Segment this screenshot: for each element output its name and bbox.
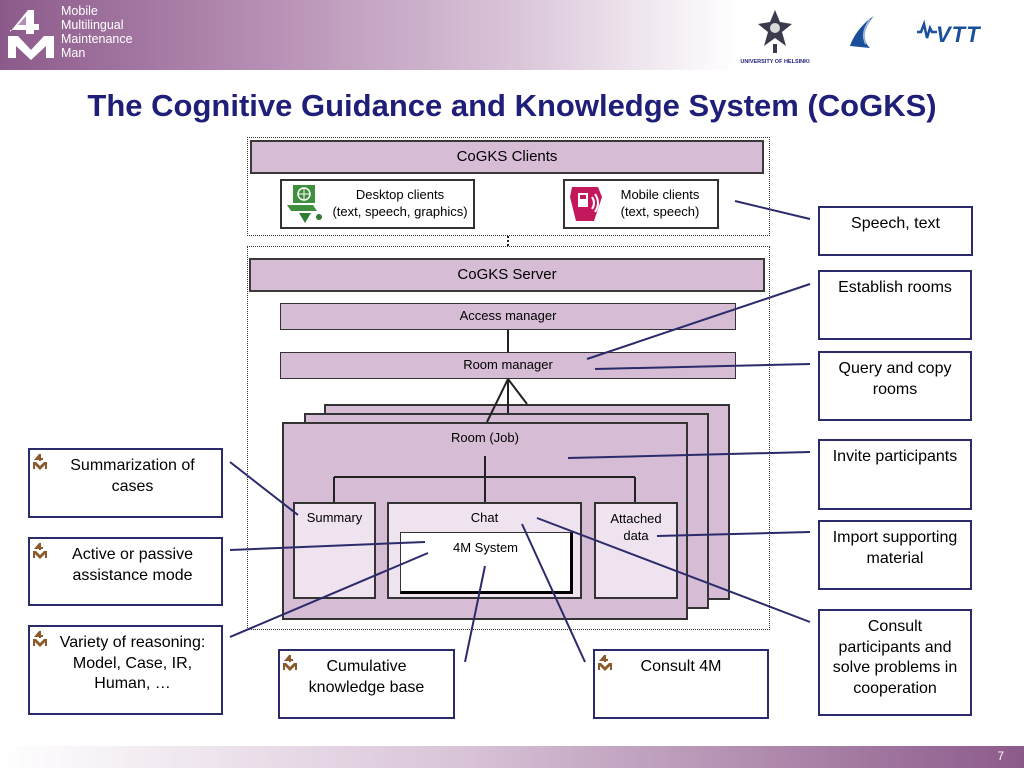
speech-text-label: Speech, text [851, 215, 940, 232]
import-material-line1: Import supporting [832, 529, 958, 546]
invite-participants-box: Invite participants [818, 439, 972, 510]
4m-mini-icon [33, 454, 47, 470]
room-manager: Room manager [280, 352, 736, 379]
reasoning-line1: Variety of reasoning: [59, 634, 206, 651]
university-logo: UNIVERSITY OF HELSINKI [740, 8, 810, 65]
sail-logo [850, 16, 874, 48]
4m-system-box: 4M System [400, 532, 573, 594]
summary-box: Summary [293, 502, 376, 599]
summarization-line2: cases [111, 477, 154, 495]
4m-system-label: 4M System [452, 540, 518, 555]
knowledge-base-box: Cumulative knowledge base [278, 649, 455, 719]
desktop-clients-box: Desktop clients (text, speech, graphics) [280, 179, 475, 229]
access-manager: Access manager [280, 303, 736, 330]
brand-line-2: Multilingual [61, 18, 124, 32]
4m-mini-icon [598, 655, 612, 671]
slide-title: The Cognitive Guidance and Knowledge Sys… [87, 88, 937, 123]
server-region [247, 246, 770, 630]
mobile-client-icon [570, 187, 602, 221]
assistance-mode-line1: Active or passive [72, 546, 193, 563]
import-material-box: Import supporting material [818, 520, 972, 590]
knowledge-base-line1: Cumulative [326, 658, 407, 675]
query-copy-rooms-line1: Query and copy [838, 360, 952, 377]
desktop-client-icon [287, 185, 322, 223]
mobile-clients-line1: Mobile clients [620, 187, 700, 202]
4m-mini-icon [283, 655, 297, 671]
university-logo-text: UNIVERSITY OF HELSINKI [740, 59, 810, 65]
mobile-clients-box: Mobile clients (text, speech) [563, 179, 719, 229]
brand-line-4: Man [61, 46, 86, 60]
reasoning-line2: Model, Case, IR, [72, 654, 193, 672]
vtt-wave-icon [917, 20, 937, 39]
invite-participants-label: Invite participants [832, 448, 958, 465]
chat-label: Chat [470, 510, 499, 525]
vtt-logo-text: VTT [936, 22, 981, 47]
reasoning-line3: Human, … [94, 675, 171, 692]
summarization-line1: Summarization of [70, 457, 195, 474]
brand-line-3: Maintenance [61, 32, 133, 46]
server-header: CoGKS Server [249, 258, 765, 292]
mobile-clients-line2: (text, speech) [620, 204, 700, 219]
brand-line-1: Mobile [61, 4, 98, 18]
consult-participants-line4: cooperation [853, 679, 937, 697]
summarization-box: Summarization of cases [28, 448, 223, 518]
attached-data-box: Attached data [594, 502, 678, 599]
consult-participants-box: Consult participants and solve problems … [818, 609, 972, 716]
clients-header: CoGKS Clients [250, 140, 764, 174]
summary-label: Summary [306, 510, 363, 525]
desktop-clients-line2: (text, speech, graphics) [332, 204, 468, 219]
attached-data-line1: Attached [610, 511, 662, 526]
4m-mini-icon [33, 543, 47, 559]
page-number: 7 [997, 749, 1004, 763]
header-banner [0, 0, 1024, 70]
consult-4m-box: Consult 4M [593, 649, 769, 719]
assistance-mode-box: Active or passive assistance mode [28, 537, 223, 606]
consult-participants-line3: solve problems in [832, 659, 958, 676]
room-title: Room (Job) [451, 430, 519, 445]
attached-data-line2: data [623, 528, 649, 543]
query-copy-rooms-box: Query and copy rooms [818, 351, 972, 421]
desktop-clients-line1: Desktop clients [355, 187, 445, 202]
clients-region [247, 137, 770, 236]
consult-participants-line1: Consult [867, 618, 923, 635]
consult-4m-label: Consult 4M [640, 658, 722, 675]
consult-participants-line2: participants and [838, 638, 952, 656]
4m-mini-icon [33, 631, 47, 647]
establish-rooms-label: Establish rooms [838, 279, 952, 296]
assistance-mode-line2: assistance mode [72, 566, 193, 584]
reasoning-box: Variety of reasoning: Model, Case, IR, H… [28, 625, 223, 715]
establish-rooms-box: Establish rooms [818, 270, 972, 340]
speech-text-box: Speech, text [818, 206, 973, 256]
footer-banner [0, 746, 1024, 768]
vtt-logo: VTT [916, 16, 990, 48]
query-copy-rooms-line2: rooms [872, 380, 918, 398]
import-material-line2: material [866, 549, 924, 567]
knowledge-base-line2: knowledge base [308, 678, 425, 696]
4m-logo [8, 10, 54, 60]
